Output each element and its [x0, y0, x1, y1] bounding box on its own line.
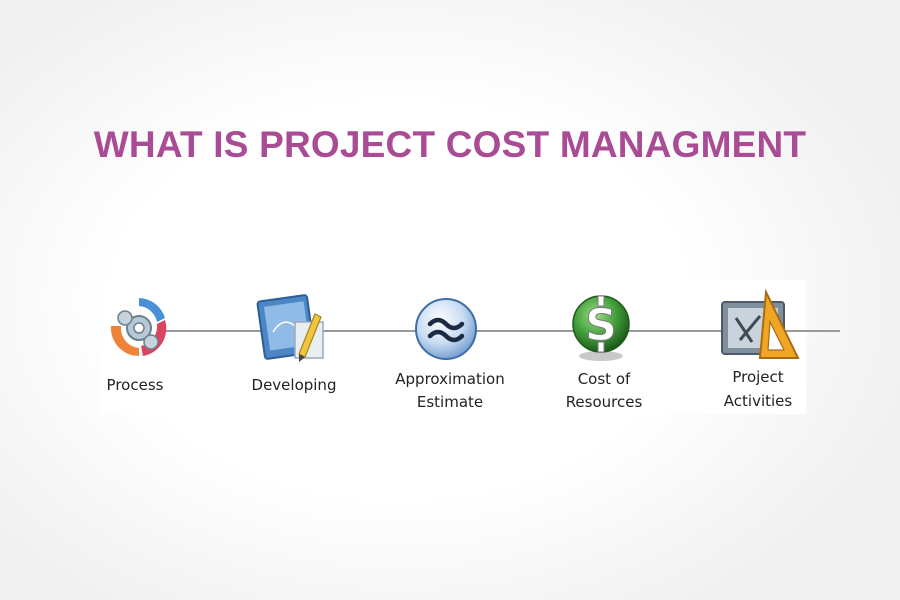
- approximately-equal-icon: [415, 298, 477, 360]
- process-flow-diagram: Process Developing Approximation Estimat…: [100, 280, 840, 414]
- dollar-globe-icon: S: [572, 295, 630, 361]
- step-label-process: Process: [106, 376, 164, 394]
- step-label-approximation-line1: Approximation: [395, 370, 505, 388]
- step-label-cost-line2: Resources: [565, 393, 643, 411]
- page-title: WHAT IS PROJECT COST MANAGMENT: [93, 124, 807, 165]
- step-label-approximation-line2: Estimate: [416, 393, 484, 411]
- step-label-project-line1: Project: [732, 368, 784, 386]
- gears-cycle-icon: [110, 298, 167, 357]
- step-label-developing: Developing: [251, 376, 337, 394]
- blueprint-pencil-icon: [256, 294, 324, 362]
- step-label-project-line2: Activities: [723, 392, 793, 410]
- drafting-tools-icon: [721, 288, 800, 359]
- connector-line: [160, 330, 840, 332]
- step-label-cost-line1: Cost of: [577, 370, 631, 388]
